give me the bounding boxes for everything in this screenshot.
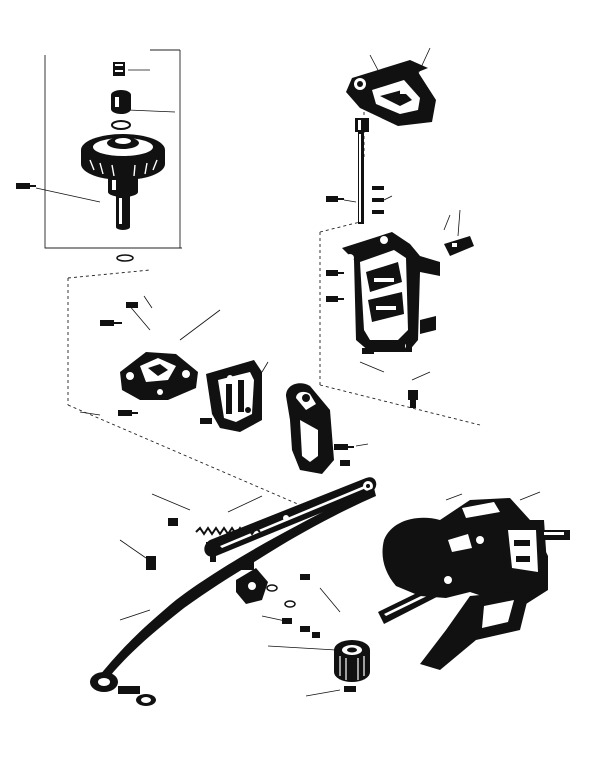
- plunger-rod: [355, 118, 369, 224]
- screw-icon: [126, 302, 138, 308]
- screw-icon: [334, 444, 354, 450]
- top-bracket-lever: [346, 47, 436, 126]
- screw-icon: [118, 410, 138, 416]
- guide-box-spool: [44, 49, 182, 249]
- screw-icon: [326, 270, 344, 276]
- screw-icon: [406, 336, 412, 352]
- hinge-bracket: [120, 352, 198, 400]
- washer-icon: [284, 600, 296, 608]
- screw-icon: [200, 418, 212, 424]
- spool-cap: [113, 62, 125, 76]
- screw-icon: [408, 390, 418, 408]
- long-curved-lever: [90, 488, 376, 706]
- screw-icon: [100, 320, 122, 326]
- washer-icon: [372, 210, 384, 214]
- mounting-frame-plate: [342, 232, 440, 352]
- connecting-link: [204, 477, 377, 562]
- washer-icon: [372, 198, 384, 202]
- washer-icon: [372, 186, 384, 190]
- motor-assembly: [378, 491, 570, 670]
- spring-with-screw: [119, 493, 263, 570]
- spool-gear-body: [81, 134, 165, 180]
- guide-box-middle: [67, 269, 301, 506]
- slotted-cam-arm: [286, 383, 369, 474]
- screw-icon: [146, 556, 156, 570]
- screw-cluster: [261, 574, 341, 651]
- rod-hardware: [326, 186, 393, 214]
- screw-icon: [362, 348, 374, 354]
- spool-shaft: [116, 195, 130, 230]
- screw-icon: [344, 686, 356, 692]
- spool-washer: [111, 120, 131, 130]
- small-bracket-right: [443, 209, 474, 256]
- small-shaft-fitting: [236, 562, 268, 604]
- pivot-pin: [118, 686, 156, 706]
- screw-icon: [312, 632, 320, 638]
- screw-icon: [326, 196, 344, 202]
- guide-line-right-box: [319, 221, 481, 426]
- spool-bushing: [111, 90, 131, 114]
- screw-icon: [16, 183, 36, 189]
- knurled-knob: [305, 640, 370, 697]
- frame-screws: [326, 270, 431, 408]
- washer-icon: [266, 584, 278, 592]
- screw-icon: [168, 518, 178, 526]
- screw-icon: [300, 574, 310, 580]
- screw-icon: [326, 296, 344, 302]
- bracket-screws: [79, 295, 221, 416]
- screw-icon: [300, 626, 310, 632]
- spool-hub: [108, 176, 138, 197]
- spool-pin-assembly: [16, 62, 176, 262]
- grouping-guides: [44, 49, 481, 506]
- link-plate: [200, 360, 269, 432]
- spring-icon: [195, 526, 261, 536]
- screw-icon: [206, 542, 220, 562]
- screw-icon: [340, 460, 350, 466]
- washer-icon: [116, 254, 134, 262]
